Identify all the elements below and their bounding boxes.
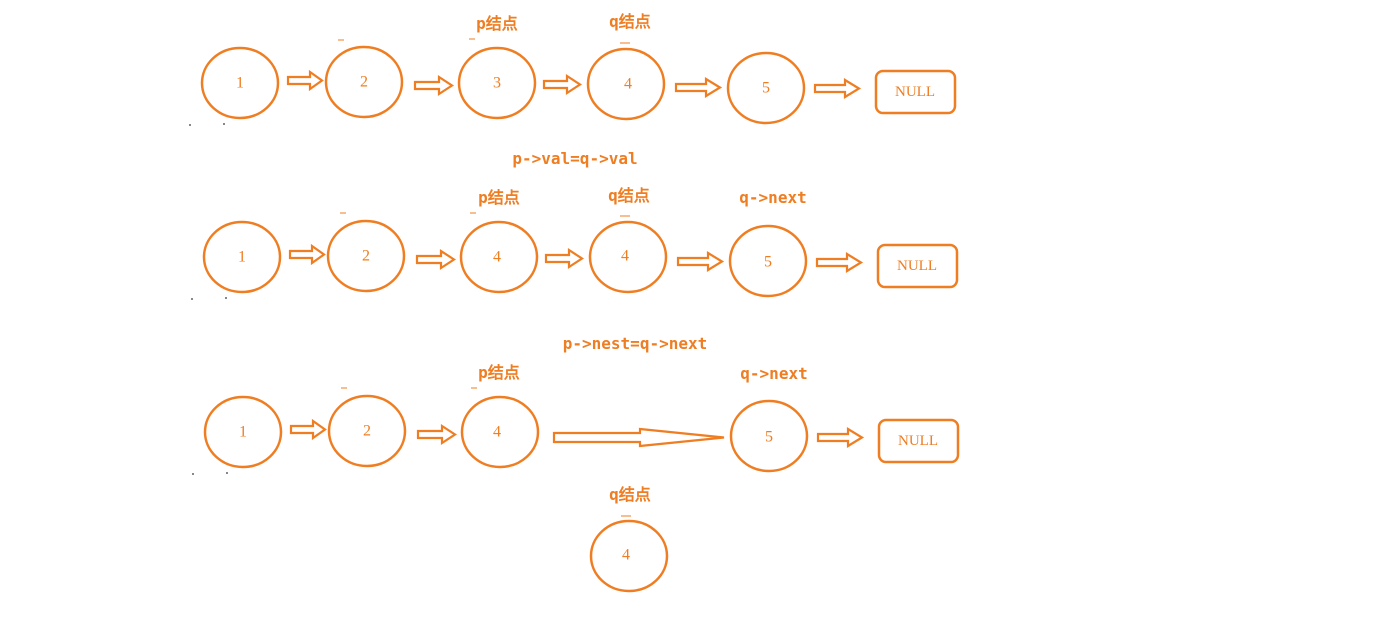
node-circle [588, 220, 668, 294]
list-node: 2 [327, 394, 407, 468]
row-3: p->nest=q->next p结点 q->next 1 2 4 5 NULL [192, 334, 960, 593]
stray-dot [226, 472, 228, 474]
arrow-right [816, 427, 865, 448]
p-node-label: p结点 [476, 14, 518, 33]
node-value: 4 [493, 249, 501, 266]
row-caption: p->val=q->val [512, 149, 637, 168]
node-value: 5 [762, 80, 770, 97]
null-box [877, 418, 960, 464]
null-node: NULL [874, 69, 957, 115]
node-circle [589, 519, 669, 593]
node-value: 2 [362, 248, 370, 265]
arrow-right [813, 78, 862, 99]
node-value: 5 [764, 254, 772, 271]
node-value: 2 [360, 74, 368, 91]
list-node: 4 [588, 220, 668, 294]
arrow-right [415, 248, 457, 271]
stray-dot [225, 297, 227, 299]
arrow-right [416, 423, 458, 446]
node-value: 4 [622, 547, 630, 564]
arrow-right [413, 74, 455, 97]
arrow-right [676, 251, 725, 272]
row-1: p结点 q结点 1 2 3 4 5 NULL [189, 12, 957, 126]
null-label: NULL [898, 433, 938, 449]
p-node-label: p结点 [478, 188, 520, 207]
node-circle [726, 51, 806, 125]
null-node: NULL [877, 418, 960, 464]
list-node: 4 [586, 47, 666, 121]
stray-dot [192, 473, 194, 475]
detached-q-node: q结点 4 [589, 485, 669, 593]
arrow-right [286, 69, 324, 92]
null-node: NULL [876, 243, 959, 289]
node-circle [324, 45, 404, 119]
node-circle [326, 219, 406, 293]
node-value: 3 [493, 75, 501, 92]
node-circle [460, 395, 540, 469]
node-value: 1 [236, 75, 244, 92]
list-node: 4 [459, 220, 539, 294]
node-circle [457, 46, 537, 120]
list-node: 1 [202, 220, 282, 294]
stray-dot [223, 123, 225, 125]
stray-dot [189, 124, 191, 126]
row-caption: p->nest=q->next [563, 334, 708, 353]
arrow-right [815, 252, 864, 273]
node-value: 1 [238, 249, 246, 266]
node-circle [203, 395, 283, 469]
node-value: 4 [624, 76, 632, 93]
q-node-label: q结点 [609, 12, 651, 31]
list-node: 1 [203, 395, 283, 469]
q-node-label: q结点 [608, 186, 650, 205]
q-next-label: q->next [739, 188, 806, 207]
arrow-right [288, 243, 326, 266]
null-label: NULL [895, 84, 935, 100]
stray-dot [191, 298, 193, 300]
arrow-right [289, 418, 327, 441]
list-node: 5 [728, 224, 808, 298]
node-value: 1 [239, 424, 247, 441]
null-box [876, 243, 959, 289]
q-node-label: q结点 [609, 485, 651, 504]
arrow-right [674, 77, 723, 98]
list-node: 5 [726, 51, 806, 125]
arrow-right [542, 73, 583, 96]
node-value: 5 [765, 429, 773, 446]
list-node: 2 [324, 45, 404, 119]
node-circle [459, 220, 539, 294]
list-node: 1 [200, 46, 280, 120]
node-circle [200, 46, 280, 120]
node-circle [202, 220, 282, 294]
node-circle [327, 394, 407, 468]
bypass-arrow [552, 427, 725, 448]
node-value: 4 [621, 248, 629, 265]
node-circle [728, 224, 808, 298]
list-node: 2 [326, 219, 406, 293]
q-next-label: q->next [740, 364, 807, 383]
list-node: 3 [457, 46, 537, 120]
null-box [874, 69, 957, 115]
arrow-right [544, 247, 585, 270]
node-circle [729, 399, 809, 473]
node-value: 4 [493, 424, 501, 441]
list-node: 4 [460, 395, 540, 469]
node-circle [586, 47, 666, 121]
row-2: p->val=q->val p结点 q结点 q->next 1 2 4 4 5 [191, 149, 959, 300]
p-node-label: p结点 [478, 363, 520, 382]
null-label: NULL [897, 258, 937, 274]
node-value: 2 [363, 423, 371, 440]
list-node: 5 [729, 399, 809, 473]
